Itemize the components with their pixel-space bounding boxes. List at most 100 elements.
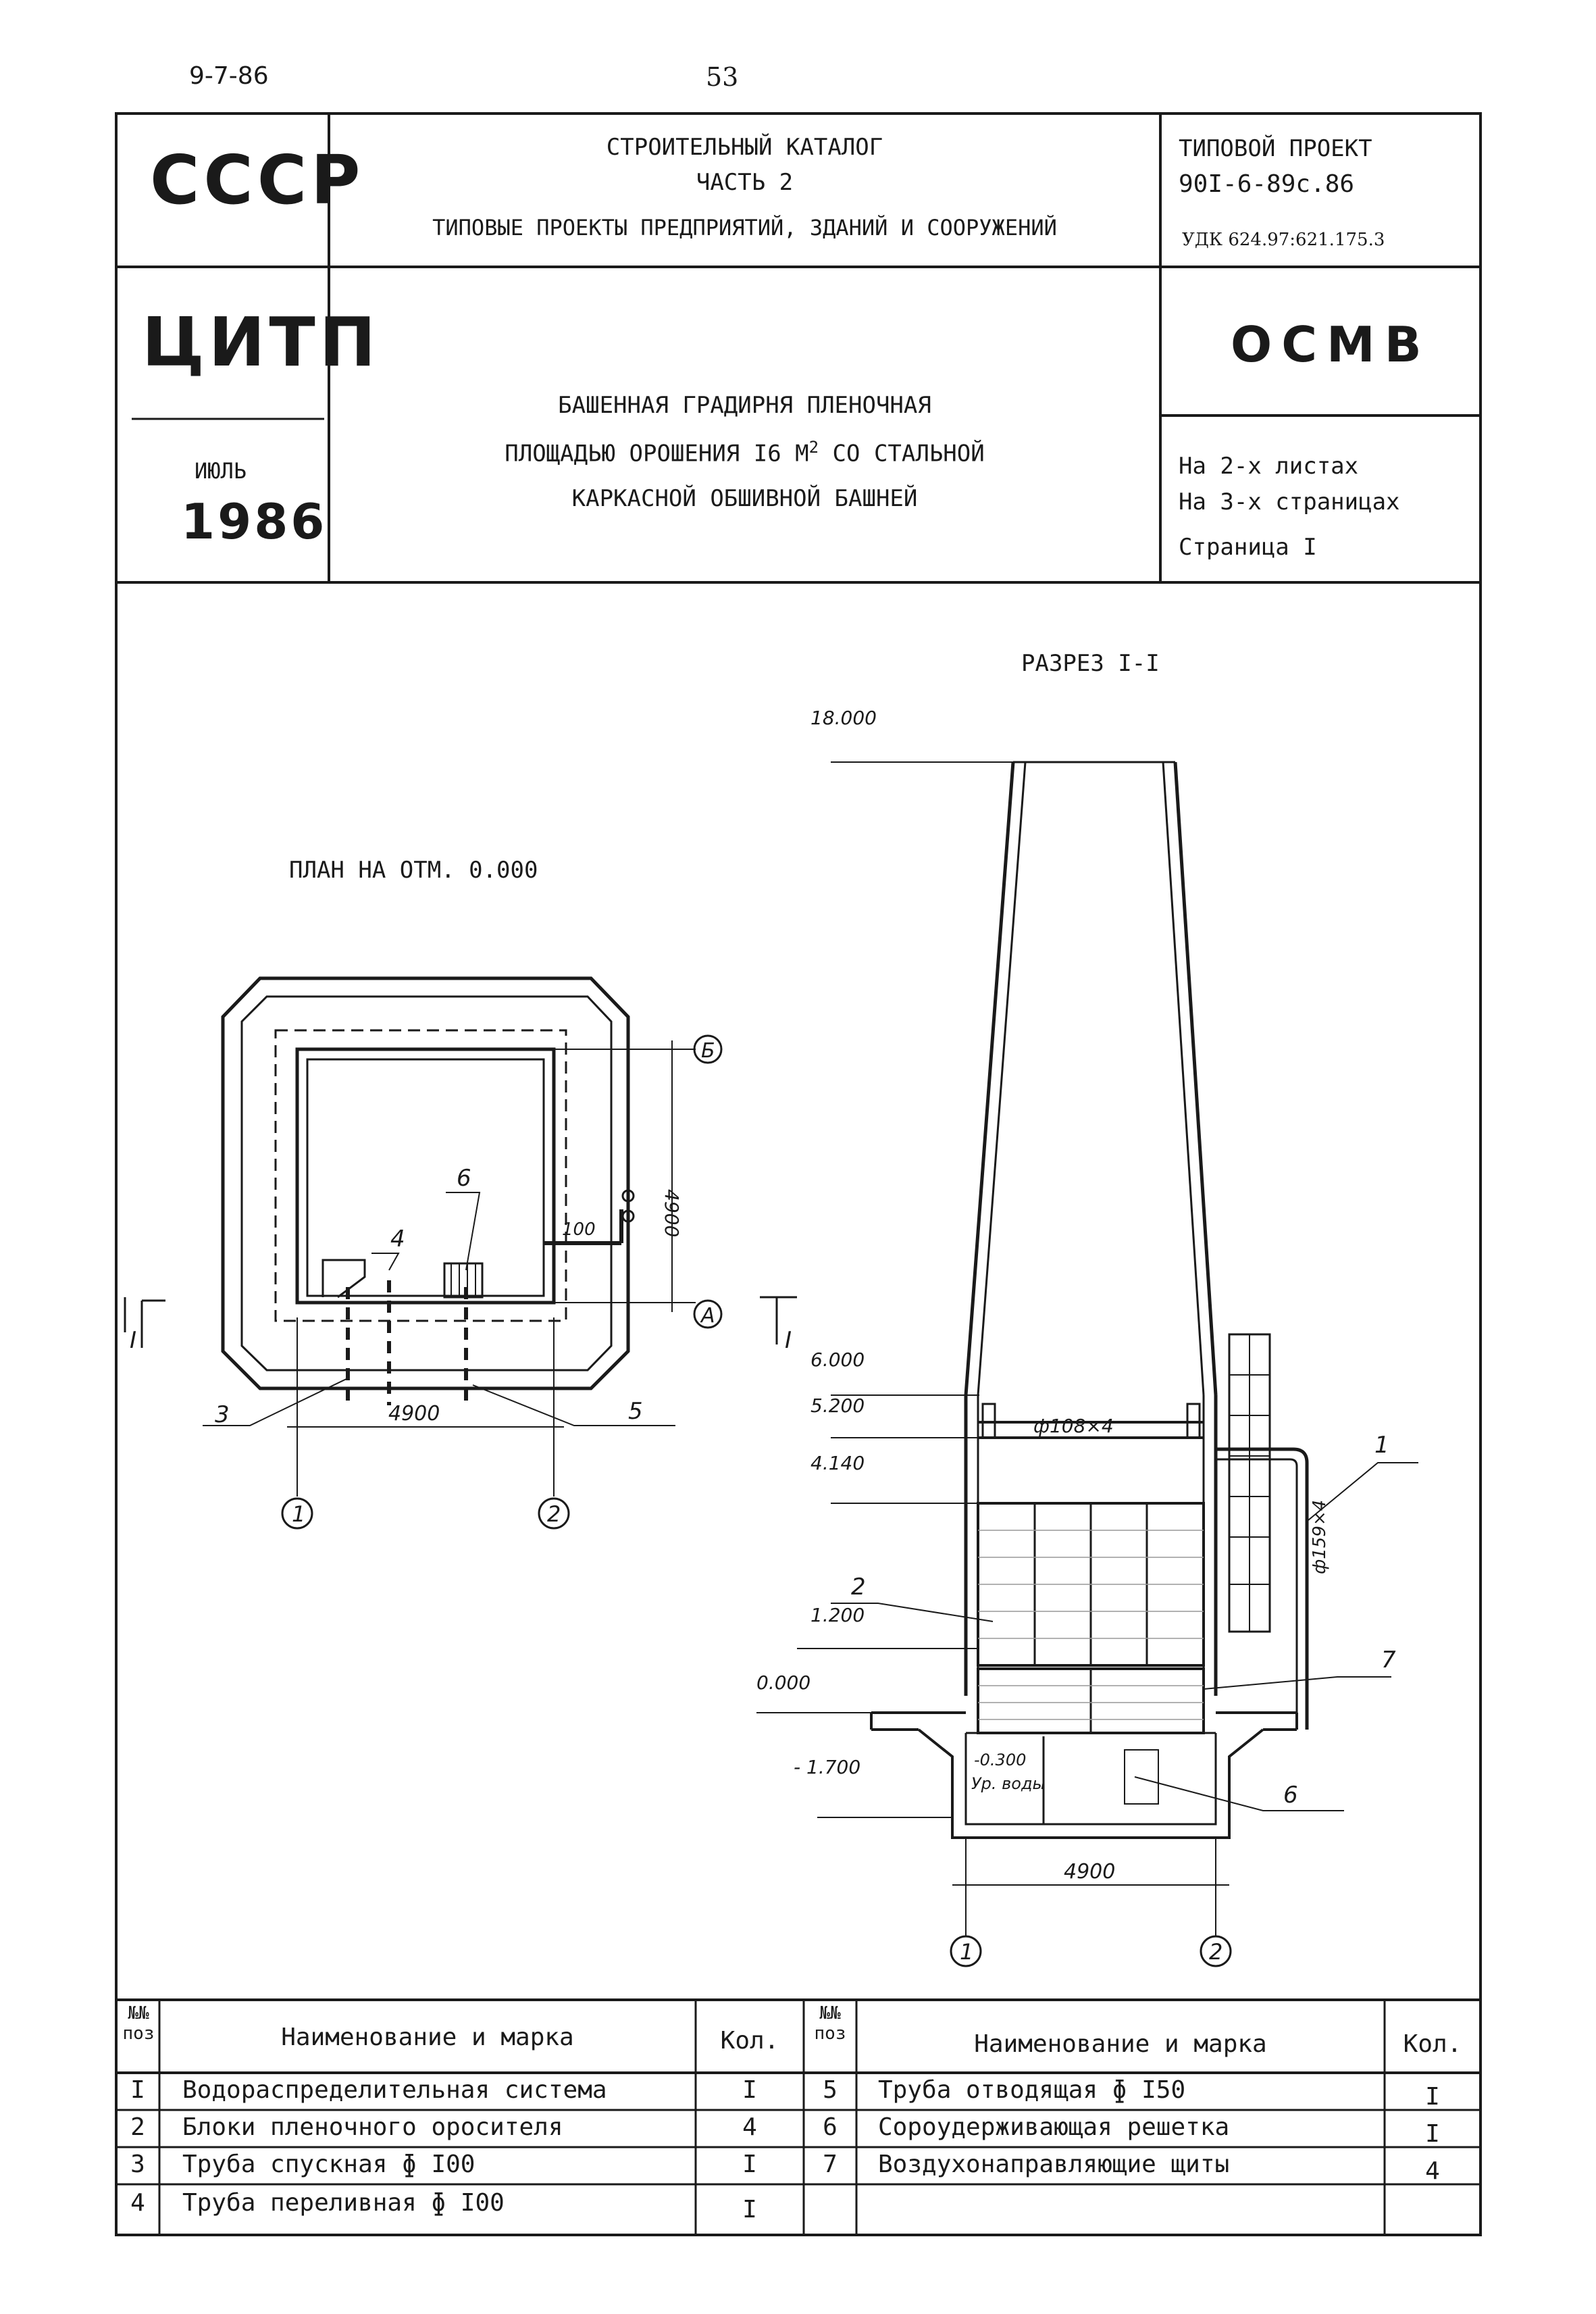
pages-count: На 3-х страницах — [1179, 488, 1400, 515]
org-citp: ЦИТП — [142, 303, 380, 382]
spec-left-pos-4: 4 — [130, 2189, 145, 2217]
plan-grid-6 — [443, 1262, 484, 1299]
section-axis-2-marker — [1200, 1935, 1232, 1967]
spec-left-name-2: Блоки пленочного оросителя — [182, 2113, 563, 2141]
project-title-2-sup: 2 — [808, 438, 819, 457]
plan-pos-4: 4 — [390, 1226, 405, 1253]
sheets-count: На 2-х листах — [1179, 453, 1359, 480]
spec-header-pos-right: №№ поз — [814, 2003, 846, 2044]
level-minus-0-3: -0.300 — [974, 1751, 1026, 1769]
project-title-2-rest: СО СТАЛЬНОЙ — [819, 440, 985, 468]
plan-pos-6: 6 — [457, 1165, 471, 1192]
pipe-108-label: ф108×4 — [1033, 1415, 1114, 1437]
pipe-159 — [1216, 1447, 1309, 1730]
project-code: 90I-6-89с.86 — [1179, 170, 1355, 198]
axis-b-label: Б — [701, 1039, 715, 1063]
axis-2-marker — [538, 1497, 570, 1530]
spec-header-qty-left: Кол. — [720, 2027, 779, 2055]
plan-outer-wall-inner — [240, 995, 613, 1372]
section-axis-1-marker — [950, 1935, 982, 1967]
page-date: 9-7-86 — [189, 62, 269, 90]
spec-header-name-right: Наименование и марка — [974, 2030, 1267, 2058]
level-minus-1-7: - 1.700 — [794, 1756, 860, 1778]
spec-right-pos-7: 7 — [823, 2150, 838, 2178]
level-18: 18.000 — [810, 707, 877, 729]
level-1-2: 1.200 — [810, 1604, 865, 1626]
pipe-159-label: ф159×4 — [1310, 1500, 1330, 1574]
catalog-part: ЧАСТЬ 2 — [696, 169, 794, 196]
tower-right-wall — [1173, 761, 1218, 1396]
plan-dim-100: 100 — [562, 1219, 596, 1240]
plan-pos-3: 3 — [215, 1401, 230, 1428]
spec-left-qty-3: I — [742, 2150, 757, 2178]
spec-right-name-6: Сороудерживающая решетка — [878, 2113, 1230, 2141]
level-6: 6.000 — [810, 1349, 865, 1371]
plan-dim-vertical: 4900 — [661, 1189, 683, 1237]
project-title-3: КАРКАСНОЙ ОБШИВНОЙ БАШНЕЙ — [571, 485, 918, 512]
tower-left-wall — [964, 761, 1015, 1396]
spec-right-qty-6: I — [1425, 2120, 1440, 2148]
plan-dim-horizontal: 4900 — [388, 1402, 440, 1426]
catalog-section: ТИПОВЫЕ ПРОЕКТЫ ПРЕДПРИЯТИЙ, ЗДАНИЙ И СО… — [432, 215, 1057, 241]
org-ussr: СССР — [150, 141, 365, 220]
spec-left-name-3: Труба спускная ɸ I00 — [182, 2150, 475, 2178]
section-axis-2-label: 2 — [1209, 1939, 1222, 1965]
spec-right-pos-6: 6 — [823, 2113, 838, 2141]
spec-left-qty-1: I — [742, 2076, 757, 2104]
page-number: 53 — [706, 62, 739, 92]
plan-outer-wall — [221, 976, 630, 1390]
spec-left-name-1: Водораспределительная система — [182, 2076, 607, 2104]
section-title: РАЗРЕЗ I-I — [1021, 650, 1160, 677]
spec-left-qty-2: 4 — [742, 2113, 757, 2141]
project-title-1: БАШЕННАЯ ГРАДИРНЯ ПЛЕНОЧНАЯ — [558, 392, 931, 419]
plan-pos-5: 5 — [628, 1398, 643, 1425]
issue-year: 1986 — [181, 493, 328, 550]
issue-month: ИЮЛЬ — [195, 458, 247, 484]
level-4-14: 4.140 — [810, 1452, 865, 1474]
basin — [917, 1728, 1264, 1839]
project-title-2: ПЛОЩАДЬЮ ОРОШЕНИЯ I6 М2 СО СТАЛЬНОЙ — [329, 438, 1160, 467]
section-dim-4900: 4900 — [1064, 1860, 1115, 1884]
section-pos-7: 7 — [1381, 1646, 1396, 1674]
spec-left-pos-2: 2 — [130, 2113, 145, 2141]
section-pos-1: 1 — [1374, 1432, 1389, 1459]
spec-left-pos-3: 3 — [130, 2150, 145, 2178]
axis-1-label: 1 — [292, 1501, 305, 1527]
section-pos-2: 2 — [851, 1574, 866, 1601]
page-label: Страница I — [1179, 534, 1317, 561]
section-pos-6: 6 — [1283, 1782, 1298, 1809]
plan-title: ПЛАН НА ОТМ. 0.000 — [289, 857, 538, 884]
cut-right-label: I — [785, 1327, 792, 1354]
plan-dashed-tray — [274, 1029, 567, 1322]
spec-right-qty-7: 4 — [1425, 2157, 1440, 2185]
spec-left-pos-1: I — [130, 2076, 145, 2104]
catalog-title: СТРОИТЕЛЬНЫЙ КАТАЛОГ — [606, 134, 883, 161]
spec-left-qty-4: I — [742, 2196, 757, 2223]
cut-left-label: I — [130, 1327, 136, 1354]
spec-right-qty-5: I — [1425, 2083, 1440, 2111]
project-title-2-main: ПЛОЩАДЬЮ ОРОШЕНИЯ I6 М — [505, 440, 809, 468]
axis-2-label: 2 — [547, 1501, 561, 1527]
project-code-mark: ОСМВ — [1231, 316, 1431, 373]
axis-b-marker — [693, 1034, 723, 1064]
axis-a-marker — [693, 1299, 723, 1329]
spec-right-pos-5: 5 — [823, 2076, 838, 2104]
udk: УДК 624.97:621.175.3 — [1182, 230, 1385, 250]
spec-right-name-7: Воздухонаправляющие щиты — [878, 2150, 1230, 2178]
spec-header-qty-right: Кол. — [1403, 2030, 1462, 2058]
section-axis-1-label: 1 — [960, 1939, 973, 1965]
spec-right-name-5: Труба отводящая ɸ I50 — [878, 2076, 1186, 2104]
water-level: Ур. воды — [971, 1774, 1046, 1793]
plan-basin-inner — [306, 1058, 545, 1297]
spec-left-name-4: Труба переливная ɸ I00 — [182, 2189, 505, 2217]
level-5-2: 5.200 — [810, 1394, 865, 1417]
spec-header-pos-left: №№ поз — [122, 2003, 155, 2044]
project-label: ТИПОВОЙ ПРОЕКТ — [1179, 135, 1372, 162]
level-0: 0.000 — [756, 1671, 810, 1694]
axis-1-marker — [281, 1497, 313, 1530]
axis-a-label: А — [700, 1304, 715, 1328]
spec-header-name-left: Наименование и марка — [281, 2023, 574, 2051]
